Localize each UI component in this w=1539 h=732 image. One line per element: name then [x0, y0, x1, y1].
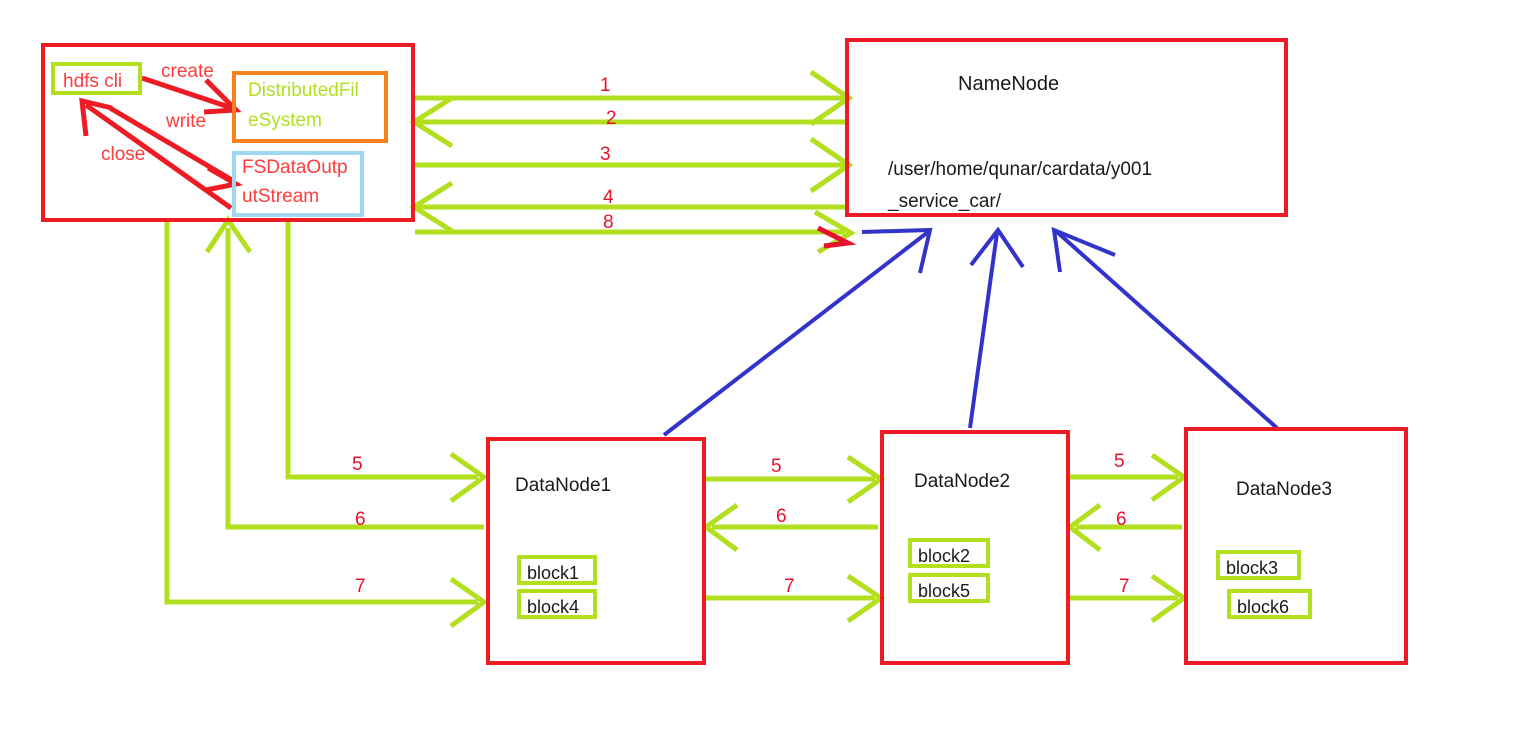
- arrow-step-7-client-dn1: [164, 222, 478, 605]
- datanode2-title: DataNode2: [914, 471, 1011, 492]
- step-label-2: 2: [606, 108, 617, 129]
- datanode2-block-1: block2: [908, 538, 990, 568]
- hdfs-cli-label: hdfs cli: [63, 71, 123, 92]
- red-arrowhead-close: [79, 97, 113, 137]
- datanode1-title: DataNode1: [515, 475, 612, 496]
- block-label: block5: [918, 581, 971, 601]
- datanode1-block-1: block1: [517, 555, 597, 585]
- step-label-7-client-dn1: 7: [355, 576, 366, 597]
- red-arrow-close: [84, 102, 233, 211]
- step-label-5-client-dn1: 5: [352, 454, 363, 475]
- arrow-step-5-client-dn1: [285, 222, 478, 480]
- step-label-4: 4: [603, 187, 614, 208]
- namenode-path-line2: _service_car/: [888, 191, 1001, 212]
- blue-arrow-dn3-namenode: [1055, 230, 1279, 430]
- dfs-label-line1: DistributedFil: [248, 80, 359, 101]
- arrow-step-6-dn1-client: [225, 228, 484, 530]
- block-label: block3: [1226, 558, 1279, 578]
- red-arrowhead-create: [203, 78, 242, 115]
- red-arrowhead-write: [205, 165, 244, 193]
- datanode3-block-1: block3: [1216, 550, 1301, 580]
- step-label-1: 1: [600, 75, 611, 96]
- namenode-box[interactable]: [845, 38, 1288, 217]
- step-label-5-dn2-dn3: 5: [1114, 451, 1125, 472]
- arrowhead-step-6-dn2-dn1: [701, 502, 739, 553]
- fsdata-output-stream-box[interactable]: FSDataOutp utStream: [232, 151, 364, 217]
- blue-arrowhead-dn2: [969, 226, 1025, 269]
- distributed-file-system-box[interactable]: DistributedFil eSystem: [232, 71, 388, 143]
- namenode-path-line1: /user/home/qunar/cardata/y001: [888, 159, 1153, 180]
- step-label-5-dn1-dn2: 5: [771, 456, 782, 477]
- action-label-write: write: [166, 111, 207, 132]
- action-label-close: close: [101, 144, 146, 165]
- step-label-6-dn2-dn1: 6: [776, 506, 787, 527]
- arrowhead-step-8-red-tip: [816, 225, 857, 249]
- action-label-create: create: [161, 61, 214, 82]
- step-label-6-dn1-client: 6: [355, 509, 366, 530]
- dfs-label-line2: eSystem: [248, 110, 322, 131]
- hdfs-cli-box[interactable]: hdfs cli: [51, 62, 142, 95]
- blue-arrow-dn1-namenode: [662, 230, 930, 437]
- block-label: block4: [527, 597, 580, 617]
- arrowhead-step-6-dn3-dn2: [1065, 502, 1102, 552]
- red-arrow-create: [141, 75, 233, 111]
- datanode2-box[interactable]: [880, 430, 1070, 665]
- arrowhead-step-7-client-dn1: [449, 576, 489, 629]
- datanode3-title: DataNode3: [1236, 479, 1333, 500]
- step-label-8: 8: [603, 212, 614, 233]
- blue-arrowhead-dn3: [1051, 226, 1116, 273]
- step-label-7-dn2-dn3: 7: [1119, 576, 1130, 597]
- client-container: [41, 43, 415, 222]
- datanode3-block-2: block6: [1227, 589, 1312, 619]
- datanode1-block-2: block4: [517, 589, 597, 619]
- datanode1-box[interactable]: [486, 437, 706, 665]
- arrowhead-step-5-client-dn1: [449, 451, 489, 504]
- namenode-title: NameNode: [958, 73, 1060, 95]
- block-label: block1: [527, 563, 580, 583]
- blue-arrowhead-dn1: [861, 227, 933, 274]
- arrowhead-step-1: [809, 69, 854, 127]
- blue-arrow-dn2-namenode: [968, 232, 999, 429]
- datanode2-block-2: block5: [908, 573, 990, 603]
- step-label-7-dn1-dn2: 7: [784, 576, 795, 597]
- block-label: block6: [1237, 597, 1290, 617]
- block-label: block2: [918, 546, 971, 566]
- step-label-6-dn3-dn2: 6: [1116, 509, 1127, 530]
- stream-label-line2: utStream: [242, 186, 320, 207]
- datanode3-box[interactable]: [1184, 427, 1408, 665]
- stream-label-line1: FSDataOutp: [242, 157, 348, 178]
- arrowhead-step-3: [809, 136, 854, 194]
- step-label-3: 3: [600, 144, 611, 165]
